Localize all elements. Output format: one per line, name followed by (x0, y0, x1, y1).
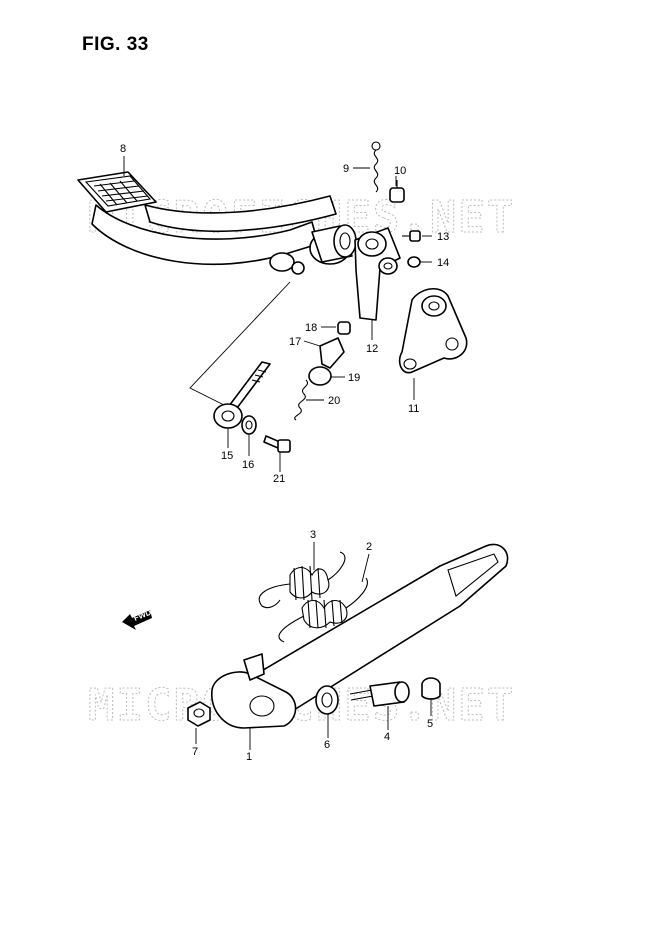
callout-10: 10 (394, 165, 406, 177)
callout-8: 8 (120, 143, 126, 155)
joint-17 (319, 337, 345, 369)
brake-pedal (77, 171, 357, 275)
bolt-13 (402, 230, 421, 242)
collar-19 (308, 366, 332, 386)
callout-2: 2 (366, 541, 372, 553)
callout-14: 14 (437, 257, 449, 269)
rod-15 (213, 361, 271, 429)
figure-title: FIG. 33 (82, 34, 149, 55)
spring-3 (258, 551, 346, 609)
callout-15: 15 (221, 450, 233, 462)
callout-9: 9 (343, 163, 349, 175)
callout-11: 11 (408, 403, 419, 415)
washer-16 (241, 415, 257, 435)
lever-11 (398, 288, 468, 374)
bolt-10 (389, 180, 405, 203)
forward-direction-marker: FWD (122, 608, 153, 630)
callout-12: 12 (366, 343, 378, 355)
spring-20 (294, 379, 308, 421)
nut-7 (187, 701, 211, 727)
assembly-bracket-line (189, 281, 291, 406)
callout-19: 19 (348, 372, 360, 384)
spring-9 (371, 141, 381, 193)
bolt-21 (263, 435, 291, 453)
spring-2 (278, 577, 368, 643)
callout-7: 7 (192, 746, 198, 758)
side-stand (211, 543, 509, 729)
washer-6 (315, 685, 339, 715)
callout-17: 17 (289, 336, 301, 348)
callout-18: 18 (305, 322, 317, 334)
cap-5 (421, 677, 441, 700)
cap-18 (337, 321, 351, 335)
rod-arm-12 (354, 227, 401, 321)
callout-5: 5 (427, 718, 433, 730)
callout-1: 1 (246, 751, 252, 763)
callout-6: 6 (324, 739, 330, 751)
pivot-bolt-4 (349, 681, 410, 707)
nut-14 (407, 256, 421, 268)
callout-20: 20 (328, 395, 340, 407)
callout-16: 16 (242, 459, 254, 471)
callout-21: 21 (273, 473, 285, 485)
callout-4: 4 (384, 731, 390, 743)
callout-13: 13 (437, 231, 449, 243)
leader-lines (123, 156, 432, 750)
callout-3: 3 (310, 529, 316, 541)
